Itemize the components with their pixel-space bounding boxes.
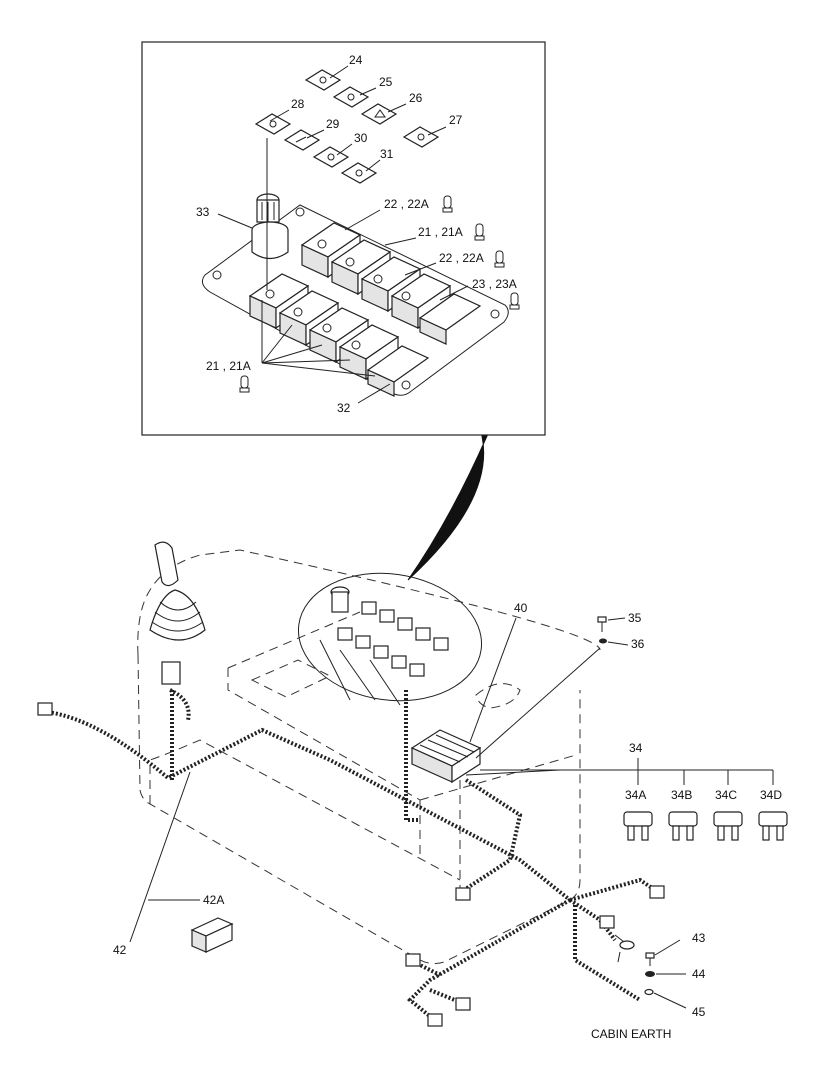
plate-29 [283, 129, 321, 151]
label-33: 33 [196, 205, 210, 219]
label-23-23A: 23 , 23A [472, 277, 517, 291]
label-22-22A-top: 22 , 22A [384, 197, 429, 211]
wire-harness [37, 688, 665, 1027]
bulb-icons [239, 195, 520, 393]
washer-36 [599, 638, 607, 644]
label-21-21A-top: 21 , 21A [418, 225, 463, 239]
bulb-icon [494, 250, 505, 268]
rotary-switch [251, 193, 289, 260]
label-25: 25 [379, 75, 393, 89]
symbol-plates [254, 65, 447, 184]
console-body [137, 549, 601, 965]
plate-26 [360, 103, 398, 125]
joystick [149, 541, 206, 685]
plate-27 [402, 126, 440, 148]
label-21-21A-bottom: 21 , 21A [206, 359, 251, 373]
label-30: 30 [354, 131, 368, 145]
bolt-35 [597, 616, 607, 632]
fuse-group [465, 758, 788, 841]
fuse-34D [758, 811, 788, 841]
label-34B: 34B [671, 788, 692, 802]
label-45: 45 [692, 1005, 706, 1019]
label-34C: 34C [715, 788, 737, 802]
label-34: 34 [629, 741, 643, 755]
bulb-icon [442, 195, 453, 213]
label-cabin-earth: CABIN EARTH [591, 1027, 671, 1041]
callout-connector [407, 435, 488, 581]
label-27: 27 [449, 113, 463, 127]
fuse-box [410, 729, 482, 784]
plate-24 [304, 69, 342, 91]
plate-31 [340, 162, 378, 184]
washer-44 [645, 971, 655, 977]
fuse-34B [668, 811, 698, 841]
label-42A: 42A [203, 893, 224, 907]
plate-25 [332, 86, 370, 108]
switch-row-back [300, 222, 482, 345]
plate-28 [254, 113, 292, 135]
label-31: 31 [380, 147, 394, 161]
label-42: 42 [113, 943, 127, 957]
label-28: 28 [291, 97, 305, 111]
label-22-22A-mid: 22 , 22A [439, 251, 484, 265]
washer-45 [644, 988, 654, 996]
label-34A: 34A [625, 788, 646, 802]
switch-panel [201, 138, 509, 404]
bulb-icon [239, 375, 250, 393]
bulb-icon [509, 292, 520, 310]
label-36: 36 [631, 637, 645, 651]
label-24: 24 [349, 53, 363, 67]
switch-row-front [248, 273, 430, 397]
label-34D: 34D [760, 788, 782, 802]
label-29: 29 [326, 117, 340, 131]
fuse-34C [713, 811, 743, 841]
label-43: 43 [692, 931, 706, 945]
fuse-34A [623, 811, 653, 841]
label-32: 32 [337, 401, 351, 415]
bolt-43 [645, 952, 655, 966]
plate-30 [312, 146, 350, 168]
bulb-icon [474, 223, 485, 241]
label-26: 26 [409, 91, 423, 105]
label-35: 35 [628, 611, 642, 625]
label-44: 44 [692, 967, 706, 981]
connector-42A [190, 917, 234, 953]
label-40: 40 [514, 601, 528, 615]
console-oval-callout [297, 572, 483, 702]
callout-labels: 24 25 26 27 28 29 30 31 33 22 , 22A 21 ,… [113, 53, 782, 1041]
console-switches [319, 586, 449, 706]
